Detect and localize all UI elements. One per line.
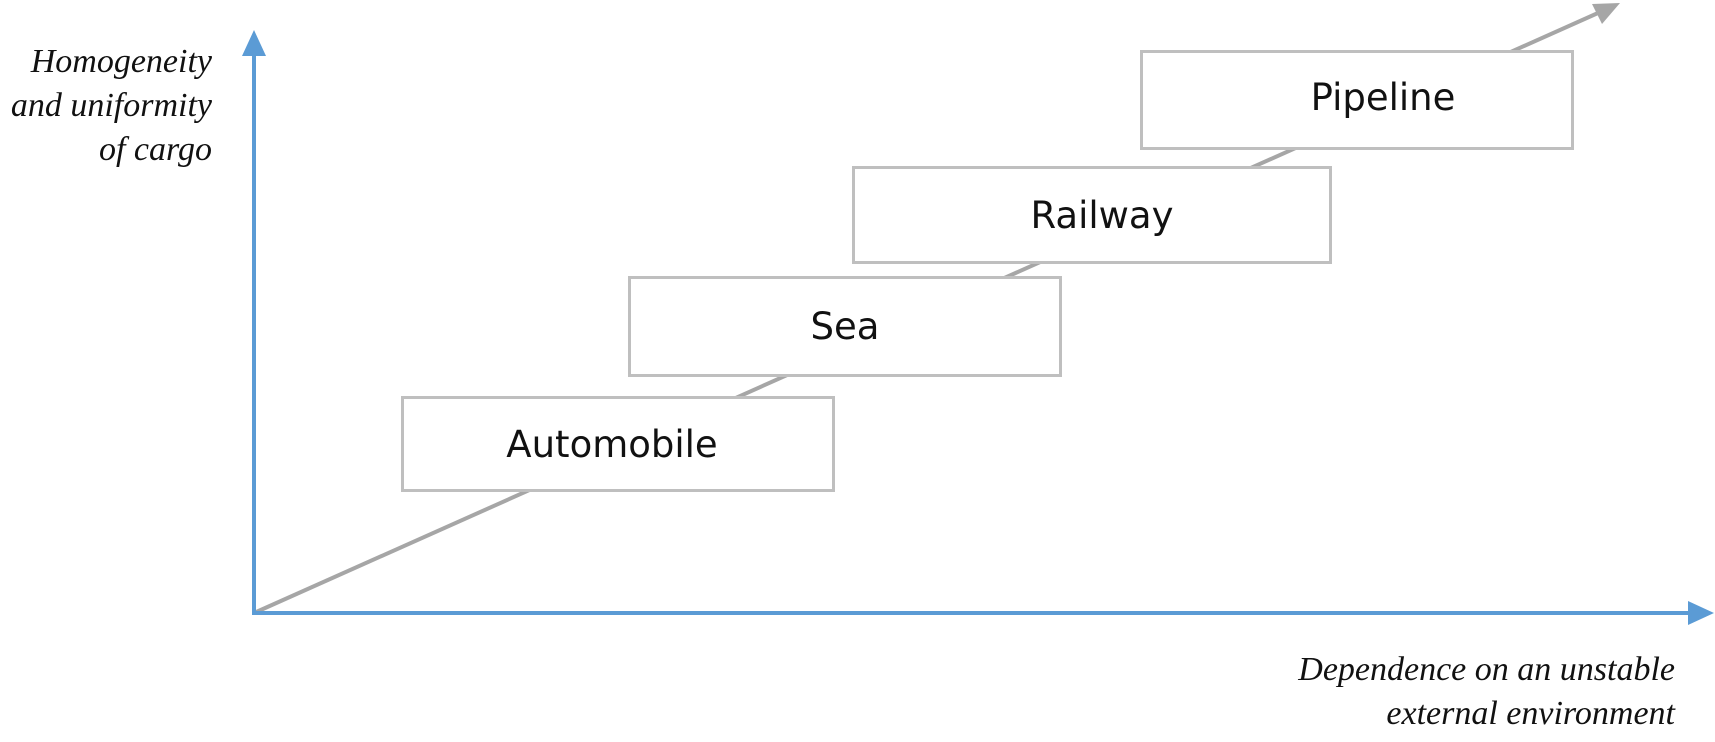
y-axis-arrowhead — [242, 30, 266, 56]
mode-box-sea: Sea — [628, 276, 1062, 377]
y-axis-label-line-2: and uniformity — [10, 87, 212, 124]
y-axis-label-line-1: Homogeneity — [30, 43, 212, 80]
mode-box-automobile: Automobile — [401, 396, 835, 492]
x-axis-label: Dependence on an unstable external envir… — [1298, 648, 1675, 736]
mode-label-pipeline: Pipeline — [1310, 75, 1456, 119]
mode-label-railway: Railway — [1030, 193, 1174, 237]
x-axis-label-line-2: external environment — [1386, 695, 1675, 732]
trend-arrowhead — [1592, 3, 1620, 24]
x-axis-label-line-1: Dependence on an unstable — [1298, 651, 1675, 688]
mode-label-sea: Sea — [810, 305, 880, 348]
mode-label-automobile: Automobile — [506, 422, 718, 466]
y-axis-label-line-3: of cargo — [98, 131, 212, 168]
y-axis-label: Homogeneity and uniformity of cargo — [11, 40, 212, 172]
x-axis-arrowhead — [1688, 601, 1714, 625]
mode-box-railway: Railway — [852, 166, 1332, 264]
mode-box-pipeline: Pipeline — [1140, 50, 1574, 150]
